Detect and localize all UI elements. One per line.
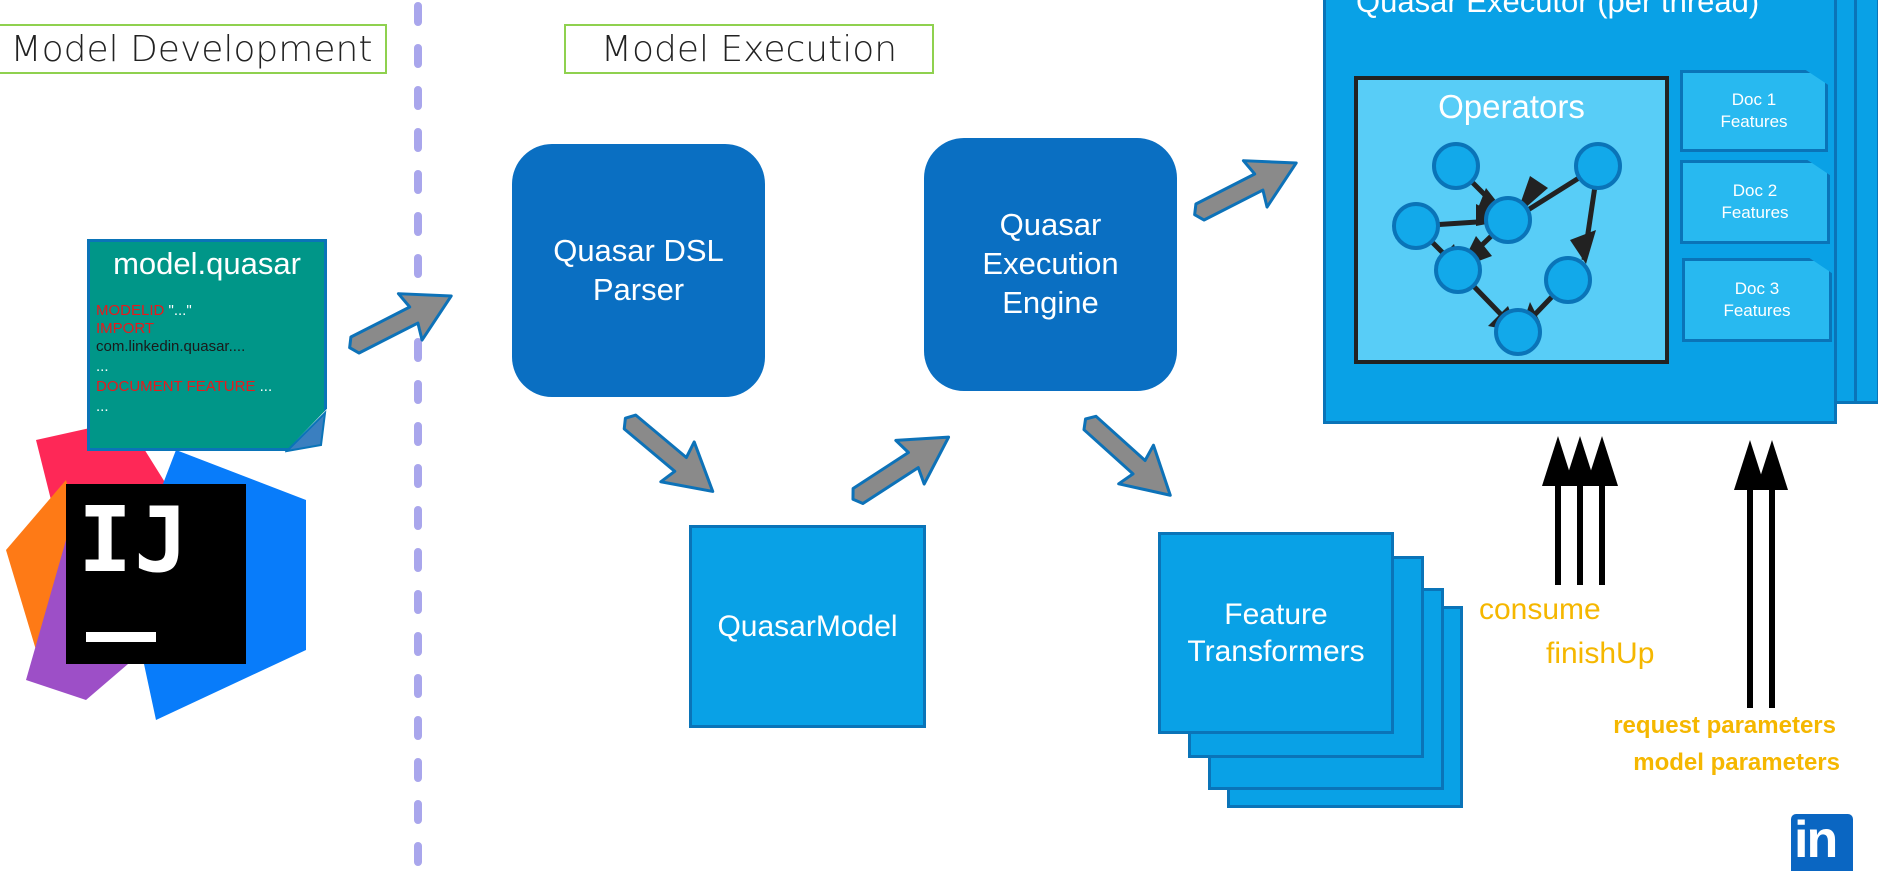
doc-3-features-card: Doc 3 Features <box>1682 258 1832 342</box>
code-ellipsis-1: ... <box>96 358 109 375</box>
arrow-model-to-engine <box>837 413 965 523</box>
operator-dag-graph <box>1392 142 1622 356</box>
intellij-logo-icon <box>6 420 306 720</box>
arrow-engine-to-transformers <box>1066 398 1190 517</box>
code-import-path: com.linkedin.quasar.... <box>96 338 246 355</box>
operators-box: Operators <box>1354 76 1669 364</box>
arrow-engine-to-executor <box>1181 138 1310 240</box>
doc-2-features-card: Doc 2 Features <box>1680 160 1830 244</box>
linkedin-logo-icon: in <box>1791 814 1853 871</box>
request-parameters-label: request parameters <box>1613 712 1836 739</box>
quasar-execution-engine-node: Quasar Execution Engine <box>924 138 1177 391</box>
code-document-feature-keyword: DOCUMENT FEATURE <box>96 378 256 395</box>
quasar-model-node: QuasarModel <box>689 525 926 728</box>
code-import-keyword: IMPORT <box>96 320 155 337</box>
quasar-dsl-parser-node: Quasar DSL Parser <box>512 144 765 397</box>
code-modelid-keyword: MODELID <box>96 302 165 319</box>
arrow-up-icon <box>1564 436 1596 486</box>
intellij-logo-letters: IJ <box>78 488 191 593</box>
doc-1-features-card: Doc 1 Features <box>1680 70 1828 152</box>
executor-title: Quasar Executor (per thread) <box>1356 0 1760 19</box>
model-development-label: Model Development <box>0 24 387 74</box>
arrow-parser-to-model <box>607 396 731 513</box>
model-file-title: model.quasar <box>113 246 301 281</box>
section-divider <box>414 2 422 871</box>
model-file-code: MODELID "..." IMPORT com.linkedin.quasar… <box>96 302 324 416</box>
arrow-up-icon <box>1542 436 1574 486</box>
arrow-up-icon <box>1586 436 1618 486</box>
model-quasar-file: model.quasar MODELID "..." IMPORT com.li… <box>87 239 327 451</box>
consume-label: consume <box>1479 593 1601 626</box>
executor-input-arrows <box>1542 436 1788 708</box>
code-document-feature-value: ... <box>255 378 273 395</box>
model-execution-label: Model Execution <box>564 24 934 74</box>
feature-transformers-node: Feature Transformers <box>1158 532 1394 734</box>
code-ellipsis-2: ... <box>96 398 109 415</box>
arrow-file-to-parser <box>336 271 465 373</box>
operators-title: Operators <box>1438 88 1585 125</box>
model-parameters-label: model parameters <box>1633 749 1840 776</box>
code-modelid-value: "..." <box>164 302 192 319</box>
linkedin-logo-text: in <box>1794 814 1838 869</box>
arrow-up-icon <box>1734 440 1766 490</box>
file-page-fold <box>285 410 327 453</box>
arrow-up-icon <box>1756 440 1788 490</box>
finish-up-label: finishUp <box>1546 637 1655 670</box>
